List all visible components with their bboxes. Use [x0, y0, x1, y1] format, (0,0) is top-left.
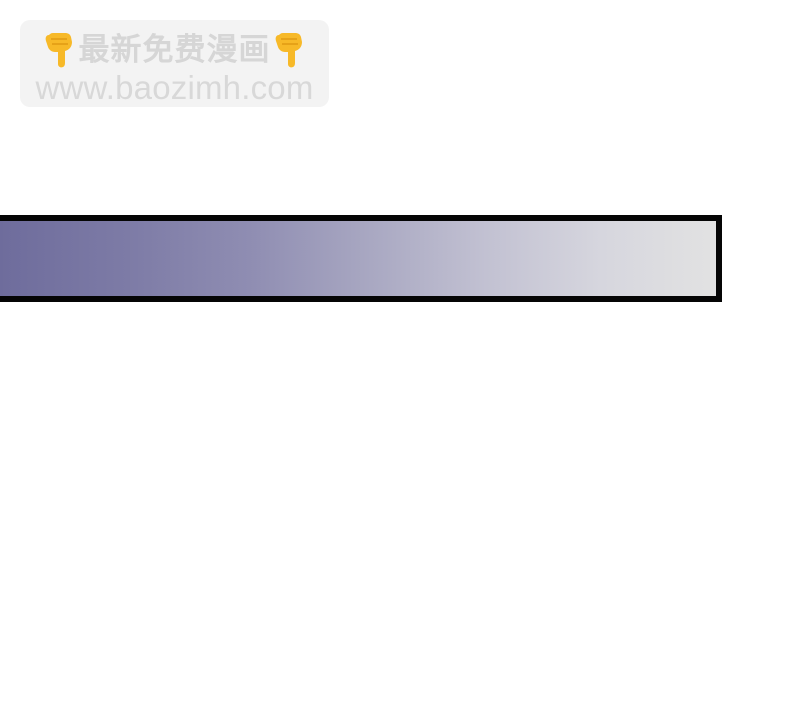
- watermark-url-link[interactable]: www.baozimh.com: [35, 69, 314, 106]
- pointing-down-hand-icon: [43, 31, 77, 69]
- gradient-panel: [0, 215, 722, 302]
- watermark-badge[interactable]: 最新免费漫画 www.baozimh.com: [20, 20, 329, 107]
- watermark-title-row: 最新免费漫画: [20, 30, 329, 70]
- watermark-title: 最新免费漫画: [78, 32, 271, 68]
- pointing-down-hand-icon: [273, 31, 307, 69]
